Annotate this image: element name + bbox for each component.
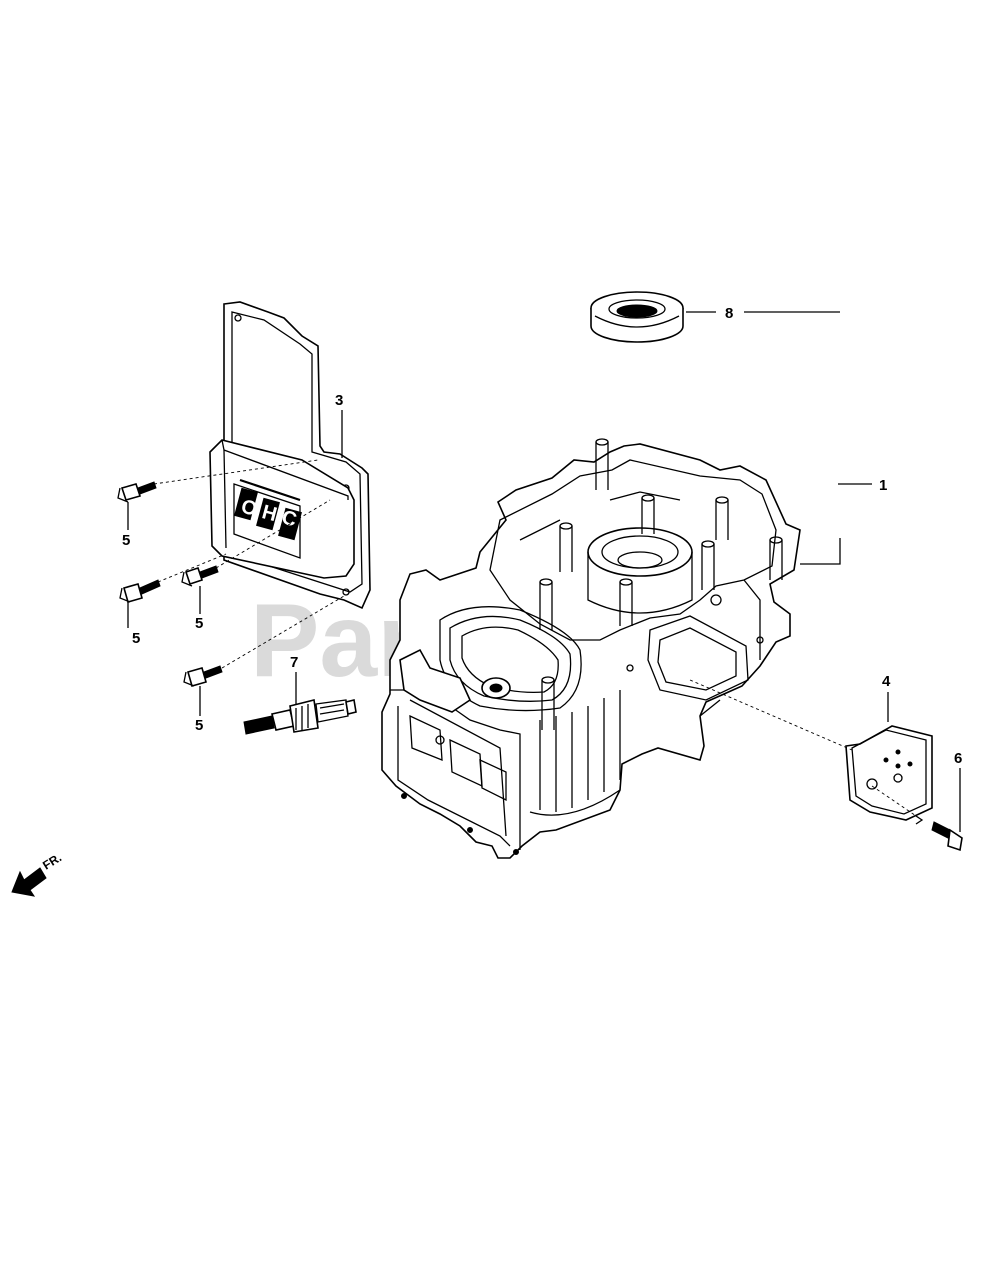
leader-lines: [127, 311, 961, 832]
part-head-cover[interactable]: OHC: [209, 301, 371, 610]
part-cylinder-block[interactable]: [381, 438, 801, 859]
part-bolt-5c[interactable]: [181, 565, 219, 587]
part-bolt-6[interactable]: [931, 821, 963, 852]
callout-5d[interactable]: 5: [195, 717, 203, 734]
callout-3[interactable]: 3: [335, 392, 343, 409]
callout-5a[interactable]: 5: [122, 532, 130, 549]
callout-8[interactable]: 7: [290, 654, 298, 671]
callout-5b[interactable]: 5: [132, 630, 140, 647]
part-bolt-5b[interactable]: [119, 579, 161, 603]
front-indicator: FR.: [11, 850, 64, 897]
callout-1[interactable]: 1: [879, 477, 887, 494]
part-spark-plug[interactable]: [243, 699, 357, 735]
callout-7[interactable]: 8: [725, 305, 733, 322]
part-breather-plate[interactable]: [845, 725, 933, 821]
callout-6[interactable]: 6: [954, 750, 962, 767]
callout-5c[interactable]: 5: [195, 615, 203, 632]
arrow-down-left-icon: [11, 867, 47, 897]
callout-4[interactable]: 4: [882, 673, 891, 690]
part-oil-seal[interactable]: [590, 291, 684, 343]
front-label: FR.: [40, 850, 64, 872]
part-bolt-5d[interactable]: [183, 665, 223, 687]
part-bolt-5a[interactable]: [117, 481, 157, 503]
